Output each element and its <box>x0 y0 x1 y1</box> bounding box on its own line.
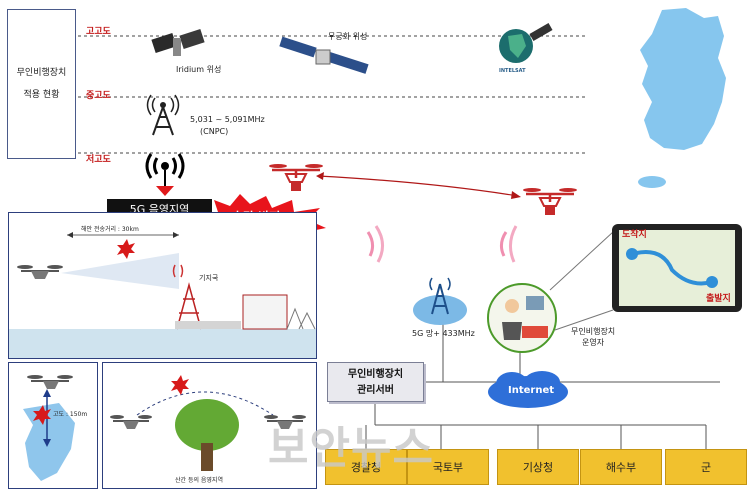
drone-red-icon <box>269 164 323 191</box>
altitude-panel: 고도 : 150m <box>8 362 98 489</box>
internet-label: Internet <box>508 385 555 396</box>
cnpc-label: (CNPC) <box>200 127 229 136</box>
org-police: 경찰청 <box>325 449 407 485</box>
server-line1: 무인비행장치 <box>347 369 404 380</box>
drone-red-icon-2 <box>523 188 577 215</box>
org-military: 군 <box>665 449 747 485</box>
coastal-scene <box>9 232 316 358</box>
mugunghwa-satellite-icon <box>279 36 369 74</box>
cnpc-frequency: 5,031 ~ 5,091MHz <box>190 115 265 124</box>
sea-distance-label: 해안 전송거리 : 30km <box>81 226 139 233</box>
altitude-low: 저고도 <box>86 155 111 165</box>
iridium-label: Iridium 위성 <box>176 65 222 74</box>
mountain-scene <box>110 375 306 471</box>
operator-line1: 무인비행장치 <box>571 327 616 336</box>
coastal-panel: 해안 전송거리 : 30km 기지국 <box>8 212 317 359</box>
drone-grey-icon-2 <box>27 375 73 389</box>
label-line1: 무인비행장치 <box>16 68 67 78</box>
application-status-label: 무인비행장치 적용 현황 <box>7 9 76 159</box>
tablet-map-icon <box>612 224 742 312</box>
altitude-scene <box>23 375 75 481</box>
org-molit: 국토부 <box>407 449 489 485</box>
server-line2: 관리서버 <box>357 385 394 396</box>
signal-wave-icon <box>145 153 185 196</box>
departure-label: 출발지 <box>706 294 731 304</box>
mountain-panel: 산간 등의 음영지역 <box>102 362 317 489</box>
intelsat-satellite-icon <box>499 23 553 63</box>
operator-line2: 운영자 <box>582 338 605 347</box>
radio-tower-icon <box>146 94 180 136</box>
altitude-value: 고도 : 150m <box>53 411 88 418</box>
operator-label: 무인비행장치 운영자 <box>571 326 615 348</box>
5g-network-label: 5G 망+ 433MHz <box>412 329 475 338</box>
org-kma: 기상청 <box>497 449 579 485</box>
altitude-high: 고고도 <box>86 27 111 37</box>
altitude-mid: 중고도 <box>86 91 111 101</box>
arrival-label: 도착지 <box>622 230 647 240</box>
operator-icon <box>487 283 557 353</box>
base-station-label: 기지국 <box>199 274 219 282</box>
management-server-box: 무인비행장치 관리서버 <box>327 362 424 402</box>
drone-grey-icon-3 <box>110 415 152 429</box>
mountain-caption: 산간 등의 음영지역 <box>175 477 223 484</box>
intelsat-logo: INTELSAT <box>499 68 526 74</box>
iridium-satellite-icon <box>151 28 205 56</box>
5g-tower-icon <box>413 277 467 325</box>
internet-cloud-icon <box>488 371 568 408</box>
mugunghwa-label: 무궁화 위성 <box>328 32 368 41</box>
korea-map-icon <box>638 8 726 188</box>
drone-grey-icon-4 <box>264 415 306 429</box>
drone-grey-icon <box>17 265 63 279</box>
label-line2: 적용 현황 <box>23 90 60 100</box>
watermark-text: 보안뉴스 <box>268 423 434 474</box>
org-mof: 해수부 <box>580 449 662 485</box>
